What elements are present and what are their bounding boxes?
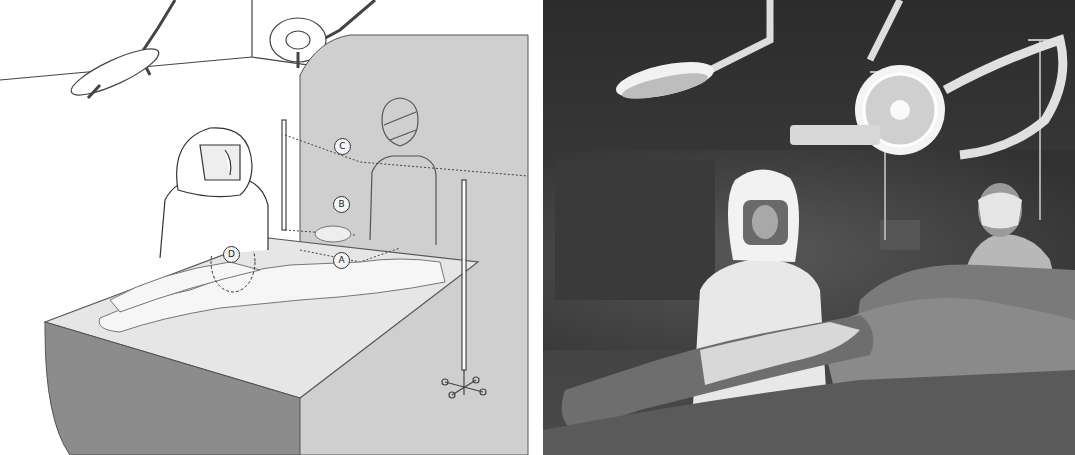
photograph [543, 0, 1075, 455]
callout-circle: A [333, 252, 350, 269]
callout-letter: B [338, 200, 344, 209]
zone-lines [285, 135, 528, 262]
surgeon-outline [160, 128, 268, 258]
callout-letter: C [339, 142, 345, 151]
staff-outline [370, 98, 436, 245]
callout-letter: D [228, 250, 235, 259]
callout-circle: B [333, 196, 350, 213]
callout-letter: A [338, 256, 344, 265]
callout-circle: C [334, 138, 351, 155]
patient [99, 226, 445, 332]
callout-circle: D [223, 246, 240, 263]
bed-front [45, 322, 300, 455]
